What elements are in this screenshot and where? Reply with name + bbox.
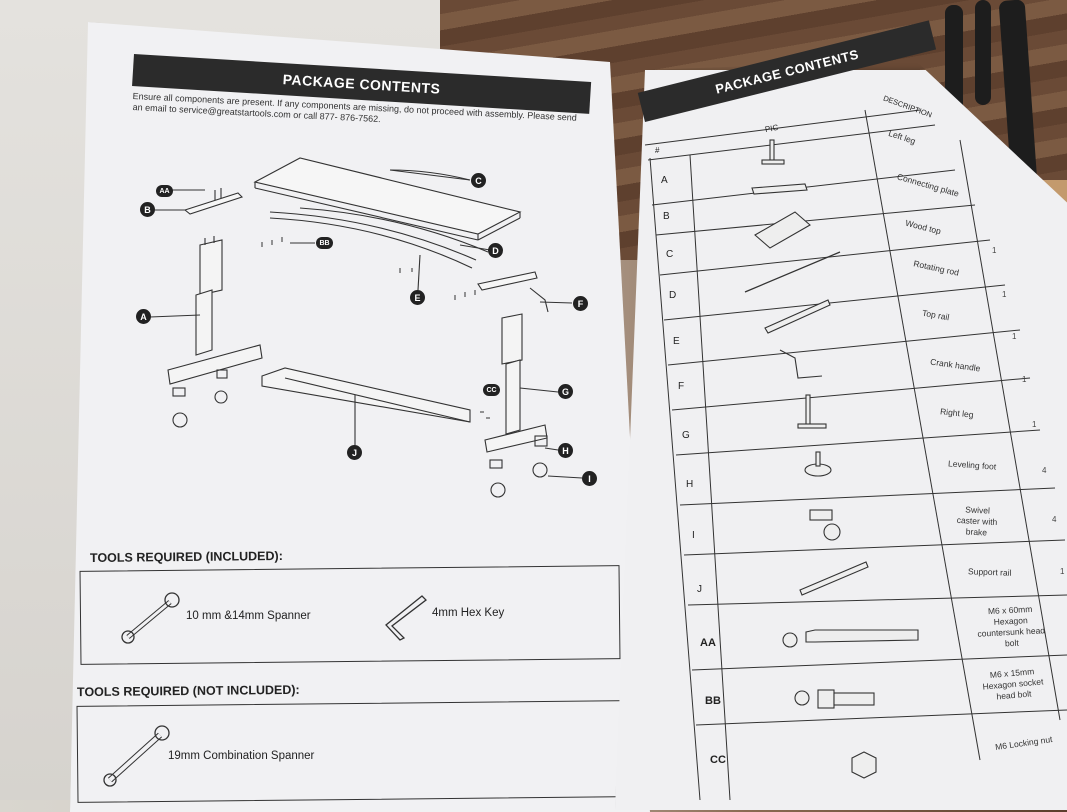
callout-A: A xyxy=(136,309,151,324)
row-id-G: G xyxy=(682,430,690,441)
row-id-D: D xyxy=(669,290,677,301)
left-instruction-page xyxy=(70,22,650,812)
callout-H: H xyxy=(558,443,573,458)
row-qty-H: 4 xyxy=(1042,466,1047,475)
right-leg-pic xyxy=(805,394,811,426)
row-id-B: B xyxy=(663,211,670,222)
row-qty-C: 1 xyxy=(992,246,997,255)
callout-E: E xyxy=(410,290,425,305)
row-id-I: I xyxy=(692,530,695,541)
tool-spanner-label: 10 mm &14mm Spanner xyxy=(186,610,311,622)
left-leg-pic xyxy=(769,139,775,163)
callout-AA: AA xyxy=(156,185,173,197)
callout-I: I xyxy=(582,471,597,486)
callout-CC: CC xyxy=(483,384,500,396)
crank-handle-pic xyxy=(779,349,823,379)
wood-top-pic xyxy=(754,211,811,249)
row-id-BB: BB xyxy=(705,695,721,707)
support-rail-pic xyxy=(799,561,869,596)
right-instruction-page xyxy=(615,70,1067,810)
row-id-AA: AA xyxy=(700,637,716,649)
callout-D: D xyxy=(488,243,503,258)
tool-hex-key-label: 4mm Hex Key xyxy=(432,607,505,619)
row-id-CC: CC xyxy=(710,754,726,766)
row-qty-G: 1 xyxy=(1032,420,1037,429)
col-header-number: # xyxy=(655,146,660,155)
row-id-J: J xyxy=(697,584,702,595)
callout-BB: BB xyxy=(316,237,333,249)
socket-bolt-pic xyxy=(794,690,810,706)
callout-F: F xyxy=(573,296,588,311)
desk-parts-background xyxy=(940,0,1060,190)
countersunk-bolt-pic xyxy=(782,632,798,648)
row-qty-D: 1 xyxy=(1002,290,1007,299)
callout-G: G xyxy=(558,384,573,399)
swivel-caster-pic xyxy=(823,523,841,541)
row-qty-E: 1 xyxy=(1012,332,1017,341)
callout-J: J xyxy=(347,445,362,460)
row-qty-I: 4 xyxy=(1052,515,1057,524)
top-rail-pic xyxy=(764,299,831,334)
row-id-E: E xyxy=(673,336,680,347)
row-id-C: C xyxy=(666,249,674,260)
row-id-A: A xyxy=(661,175,668,186)
row-id-H: H xyxy=(686,479,694,490)
callout-C: C xyxy=(471,173,486,188)
row-id-F: F xyxy=(678,381,685,392)
tool-combination-spanner-label: 19mm Combination Spanner xyxy=(168,750,315,762)
locking-nut-pic xyxy=(851,751,877,779)
row-qty-J: 1 xyxy=(1060,567,1065,576)
callout-B: B xyxy=(140,202,155,217)
row-qty-F: 1 xyxy=(1022,375,1027,384)
rotating-rod-pic xyxy=(744,251,841,293)
connecting-plate-pic xyxy=(751,183,808,195)
